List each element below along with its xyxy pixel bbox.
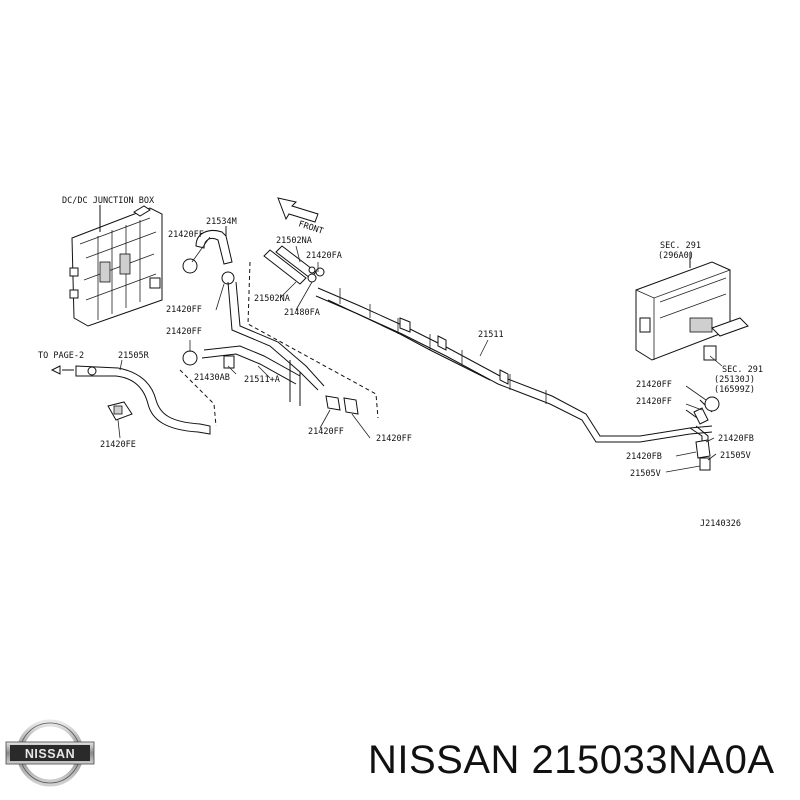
- label-sec291-top-sub: (296A0): [658, 251, 694, 261]
- logo-text: NISSAN: [25, 747, 75, 761]
- label-drawing-number: J2140326: [700, 519, 741, 529]
- assembly-outline: [247, 261, 379, 419]
- hoses-21502NA: [263, 245, 325, 285]
- label-sec291-side: SEC. 291: [722, 365, 763, 375]
- label-21420FB-b: 21420FB: [626, 452, 662, 462]
- label-sec291-top: SEC. 291: [660, 241, 701, 251]
- label-21420FF-d: 21420FF: [308, 427, 344, 437]
- hose-21505R: [50, 365, 211, 435]
- label-21505V-a: 21505V: [720, 451, 751, 461]
- junction-box-drawing: [69, 205, 163, 327]
- front-arrow: [277, 197, 319, 223]
- label-front: FRONT: [297, 219, 324, 236]
- label-21420FF-f: 21420FF: [636, 380, 672, 390]
- label-21505V-b: 21505V: [630, 469, 661, 479]
- label-21420FF-c: 21420FF: [166, 327, 202, 337]
- label-21420FF-a: 21420FF: [168, 230, 204, 240]
- label-21420FF-g: 21420FF: [636, 397, 672, 407]
- label-21505R: 21505R: [118, 351, 150, 361]
- label-21534M: 21534M: [206, 217, 237, 227]
- label-21420FA-a: 21420FA: [306, 251, 342, 261]
- label-to-page: TO PAGE-2: [38, 351, 84, 361]
- label-junction-box: DC/DC JUNCTION BOX: [62, 196, 155, 206]
- label-21420FF-b: 21420FF: [166, 305, 202, 315]
- sec291-unit: [635, 252, 749, 471]
- brand-part-title: NISSAN 215033NA0A: [368, 738, 775, 782]
- nissan-logo: NISSAN: [5, 719, 95, 787]
- label-21511A: 21511+A: [244, 375, 280, 385]
- label-21511: 21511: [478, 330, 504, 340]
- hose-21534M: [182, 226, 235, 285]
- label-21420FE: 21420FE: [100, 440, 136, 450]
- label-21480FA: 21480FA: [284, 308, 320, 318]
- label-sec291-side-a: (25130J): [714, 375, 755, 385]
- label-21502NA-b: 21502NA: [254, 294, 290, 304]
- label-21502NA-a: 21502NA: [276, 236, 312, 246]
- label-21420FB-a: 21420FB: [718, 434, 754, 444]
- label-sec291-side-b: (16599Z): [714, 385, 755, 395]
- assembly-outline-left: [179, 369, 217, 427]
- label-21430AB: 21430AB: [194, 373, 230, 383]
- leader-lines: [117, 226, 723, 473]
- part-labels: DC/DC JUNCTION BOX FRONT 21534M 21420FF …: [38, 196, 763, 529]
- main-pipe-21511: [315, 287, 713, 452]
- pipe-21511A: [182, 281, 359, 415]
- label-21420FF-e: 21420FF: [376, 434, 412, 444]
